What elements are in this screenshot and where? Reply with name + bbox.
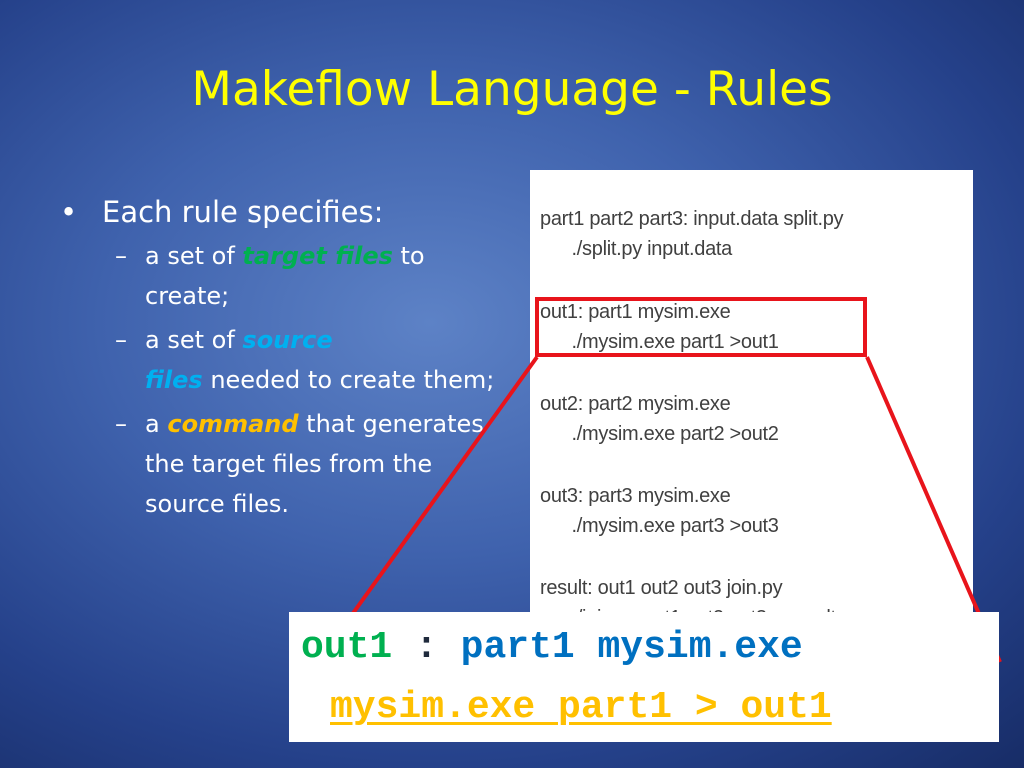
callout-line-left xyxy=(316,355,539,664)
code-line: out1: part1 mysim.exe xyxy=(540,301,731,323)
zoom-target: out1 xyxy=(301,626,393,669)
sub-bullet-text: a set of xyxy=(145,242,243,270)
code-line: out3: part3 mysim.exe xyxy=(540,485,731,507)
callout-line-right xyxy=(865,356,1002,663)
makeflow-code-panel: part1 part2 part3: input.data split.py .… xyxy=(530,170,973,640)
sub-bullet-source: –a set of source files needed to create t… xyxy=(58,320,508,400)
keyword-target-files: target files xyxy=(242,242,393,270)
code-line: out2: part2 mysim.exe xyxy=(540,393,731,415)
bullet-dot: • xyxy=(60,195,78,229)
dash-marker: – xyxy=(115,242,127,270)
zoomed-rule-box: out1 : part1 mysim.exe mysim.exe part1 >… xyxy=(289,612,999,742)
sub-bullet-text: that generates the target files from the… xyxy=(145,410,484,518)
code-line: part1 part2 part3: input.data split.py xyxy=(540,208,844,230)
sub-bullet-text: to create; xyxy=(145,242,425,310)
bullet-main-text: Each rule specifies: xyxy=(102,195,384,229)
code-line: ./split.py input.data xyxy=(540,238,733,260)
keyword-command: command xyxy=(167,410,299,438)
zoom-separator: : xyxy=(415,626,438,669)
sub-bullet-text: a xyxy=(145,410,168,438)
keyword-source: source xyxy=(242,326,333,354)
dash-marker: – xyxy=(115,326,127,354)
code-line: result: out1 out2 out3 join.py xyxy=(540,577,783,599)
zoomed-rule-header: out1 : part1 mysim.exe xyxy=(301,626,803,669)
bullet-list: • Each rule specifies: – a set of target … xyxy=(58,192,508,524)
dash-marker: – xyxy=(115,410,127,438)
sub-bullet-target: – a set of target files to create; xyxy=(58,236,508,316)
code-line: ./mysim.exe part1 >out1 xyxy=(540,331,779,353)
highlight-box xyxy=(535,297,867,357)
slide-title: Makeflow Language - Rules xyxy=(191,62,833,117)
zoom-sources: part1 mysim.exe xyxy=(460,626,803,669)
zoom-command: mysim.exe part1 > out1 xyxy=(330,686,832,729)
sub-bullet-command: –a command that generates the target fil… xyxy=(58,404,508,524)
code-line: ./mysim.exe part2 >out2 xyxy=(540,423,779,445)
sub-bullet-text: a set of xyxy=(145,326,243,354)
code-line: ./mysim.exe part3 >out3 xyxy=(540,515,779,537)
sub-bullet-text: needed to create them; xyxy=(202,366,495,394)
keyword-files: files xyxy=(145,366,203,394)
bullet-main: • Each rule specifies: xyxy=(58,192,508,232)
